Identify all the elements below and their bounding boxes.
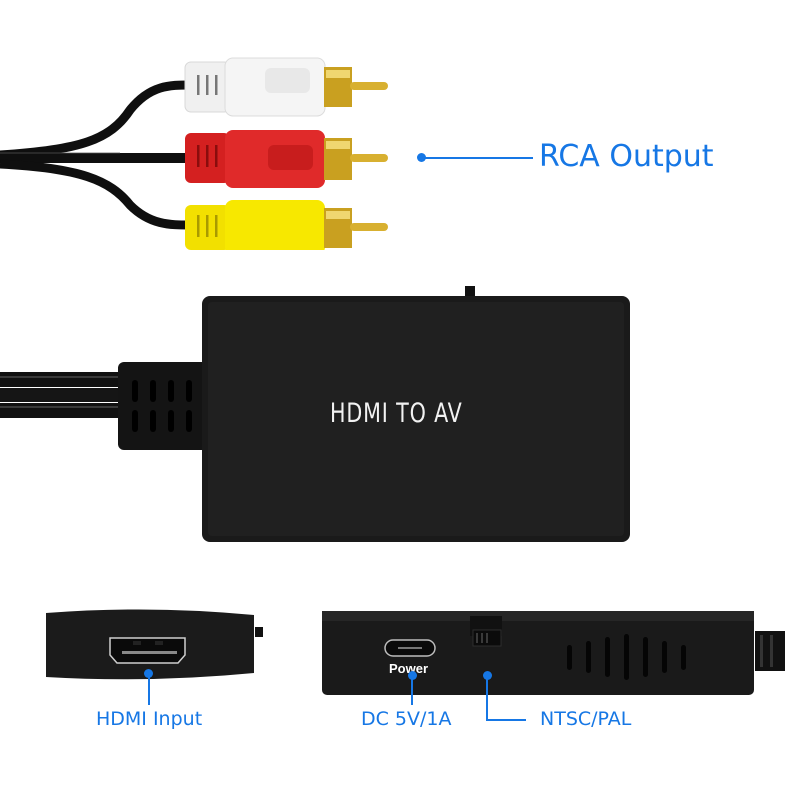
- ntsc-pal-callout-vline: [486, 675, 488, 720]
- hdmi-to-av-device-illustration: [0, 286, 630, 542]
- red-rca-plug: [185, 130, 388, 188]
- vent-slots: [567, 634, 686, 680]
- hdmi-input-label: HDMI Input: [96, 708, 203, 730]
- device-side-view-hdmi: [46, 609, 263, 680]
- rca-output-label: RCA Output: [539, 139, 714, 174]
- rca-cable-illustration: [0, 57, 388, 250]
- yellow-rca-plug: [185, 200, 388, 250]
- dc-callout-line: [411, 675, 413, 705]
- hdmi-callout-line: [148, 673, 150, 705]
- device-brand-label: HDMI TO AV: [330, 398, 463, 429]
- ntsc-pal-label: NTSC/PAL: [540, 708, 632, 730]
- device-side-view-power: [322, 611, 785, 695]
- dc-5v-1a-label: DC 5V/1A: [361, 708, 452, 730]
- hdmi-port-icon: [109, 637, 186, 664]
- ntsc-pal-callout-hline: [486, 719, 526, 721]
- white-rca-plug: [184, 57, 388, 117]
- power-port-label: Power: [389, 661, 429, 676]
- rca-callout-line: [421, 157, 533, 159]
